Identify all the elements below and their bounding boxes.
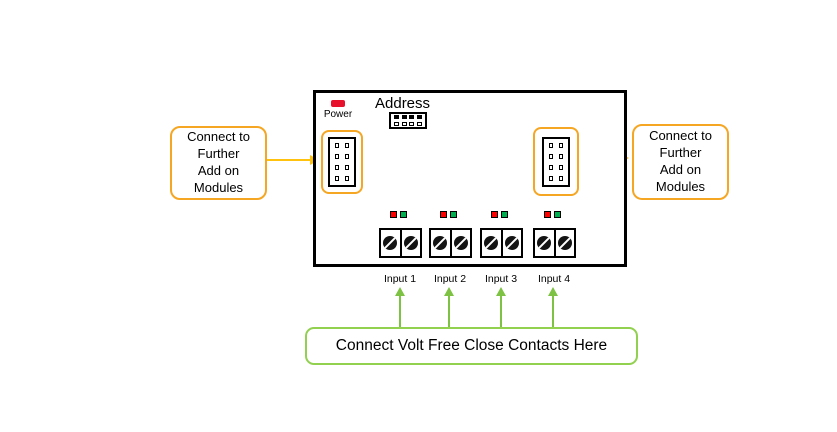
terminal-cell [535, 230, 554, 256]
bottom-note-box: Connect Volt Free Close Contacts Here [305, 327, 638, 365]
power-led-icon [331, 100, 345, 107]
pin-icon [559, 164, 563, 170]
arrow-line [500, 295, 502, 327]
input3-terminal-block [480, 228, 523, 258]
right-expansion-connector [533, 127, 579, 196]
address-label: Address [375, 95, 431, 112]
terminal-cell [431, 230, 450, 256]
arrow-head [548, 287, 558, 296]
dip-actuator-icon [409, 122, 415, 126]
pin-header-icon [328, 137, 356, 187]
left-expansion-connector [321, 130, 363, 194]
terminal-cell [500, 230, 522, 256]
right-note-box: Connect to Further Add on Modules [632, 124, 729, 200]
input2-label: Input 2 [433, 273, 467, 285]
pin-icon [559, 142, 563, 148]
dip-position [401, 115, 408, 126]
dip-position [409, 115, 416, 126]
red-led-icon [491, 211, 498, 218]
dip-actuator-icon [409, 115, 415, 119]
green-led-icon [400, 211, 407, 218]
pin-icon [549, 164, 553, 170]
pin-icon [549, 175, 553, 181]
arrow-head [444, 287, 454, 296]
pin-icon [335, 176, 339, 181]
input3-label: Input 3 [484, 273, 518, 285]
dip-position [416, 115, 423, 126]
arrow-line [448, 295, 450, 327]
input2-terminal-block [429, 228, 472, 258]
dip-actuator-icon [393, 115, 399, 119]
pin-icon [345, 165, 349, 170]
dip-position [393, 115, 400, 126]
screw-terminal-icon [484, 236, 499, 250]
dip-actuator-icon [417, 115, 423, 119]
red-led-icon [390, 211, 397, 218]
terminal-cell [381, 230, 400, 256]
pin-icon [335, 165, 339, 170]
dip-actuator-icon [393, 122, 399, 126]
input1-terminal-block [379, 228, 422, 258]
red-led-icon [544, 211, 551, 218]
pin-icon [559, 153, 563, 159]
terminal-cell [482, 230, 501, 256]
terminal-cell [399, 230, 421, 256]
pin-icon [345, 176, 349, 181]
dip-actuator-icon [401, 115, 407, 119]
pin-icon [345, 143, 349, 148]
pin-icon [335, 143, 339, 148]
pin-icon [345, 154, 349, 159]
arrow-line [267, 159, 311, 161]
arrow-line [552, 295, 554, 327]
screw-terminal-icon [433, 236, 448, 250]
address-dip-switch-icon [389, 112, 427, 129]
input4-label: Input 4 [537, 273, 571, 285]
dip-actuator-icon [417, 122, 423, 126]
green-led-icon [450, 211, 457, 218]
left-note-box: Connect to Further Add on Modules [170, 126, 267, 200]
input4-status-leds [544, 211, 561, 218]
terminal-cell [553, 230, 575, 256]
screw-terminal-icon [403, 236, 418, 250]
red-led-icon [440, 211, 447, 218]
power-label: Power [323, 109, 353, 120]
input1-label: Input 1 [383, 273, 417, 285]
screw-terminal-icon [383, 236, 398, 250]
arrow-line [399, 295, 401, 327]
pin-icon [335, 154, 339, 159]
green-led-icon [554, 211, 561, 218]
module-board: Power Address [313, 90, 627, 267]
screw-terminal-icon [537, 236, 552, 250]
pin-header-icon [542, 136, 570, 187]
pin-icon [549, 142, 553, 148]
input3-status-leds [491, 211, 508, 218]
input4-terminal-block [533, 228, 576, 258]
dip-actuator-icon [401, 122, 407, 126]
arrow-head [395, 287, 405, 296]
arrow-head [496, 287, 506, 296]
pin-icon [549, 153, 553, 159]
input1-status-leds [390, 211, 407, 218]
screw-terminal-icon [557, 236, 572, 250]
screw-terminal-icon [453, 236, 468, 250]
pin-icon [559, 175, 563, 181]
input2-status-leds [440, 211, 457, 218]
green-led-icon [501, 211, 508, 218]
screw-terminal-icon [504, 236, 519, 250]
terminal-cell [449, 230, 471, 256]
